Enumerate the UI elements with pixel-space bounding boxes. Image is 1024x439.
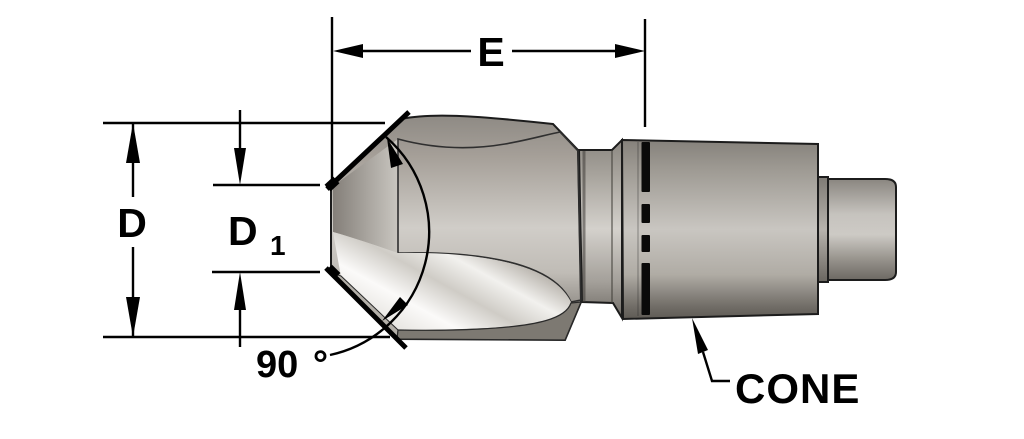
leader-arrowhead bbox=[692, 318, 708, 354]
degree-symbol: ° bbox=[313, 344, 328, 386]
arrowhead-right bbox=[615, 44, 645, 58]
cone-label: CONE bbox=[735, 365, 860, 412]
gauge-dash bbox=[641, 142, 650, 192]
cone-callout: CONE bbox=[692, 318, 860, 412]
d1-dimension: D 1 bbox=[212, 110, 320, 347]
cone-tip-face bbox=[333, 139, 398, 253]
gauge-dash bbox=[641, 235, 650, 252]
arrowhead-down bbox=[126, 297, 140, 337]
gauge-dash bbox=[641, 263, 650, 315]
chamfer-extension-top bbox=[325, 110, 411, 191]
d1-label: D 1 bbox=[228, 208, 286, 261]
angle-dimension: 90 ° bbox=[256, 110, 431, 386]
arc-arrowhead-bottom bbox=[382, 297, 408, 321]
taper-shank-cone bbox=[620, 138, 819, 321]
arrowhead-up bbox=[126, 123, 140, 163]
d1-label-subscript: 1 bbox=[270, 230, 286, 261]
e-label: E bbox=[477, 29, 504, 75]
leader-line bbox=[701, 351, 730, 383]
arrowhead-left bbox=[333, 44, 363, 58]
arrowhead-down bbox=[234, 148, 246, 185]
angle-value: 90 bbox=[256, 344, 298, 386]
edge-marker-top bbox=[324, 176, 340, 192]
arrowhead-up bbox=[234, 272, 246, 310]
d-dimension: D bbox=[103, 121, 390, 339]
bottom-shadow-band bbox=[396, 301, 582, 341]
tool-illustration bbox=[330, 114, 897, 342]
d-label: D bbox=[117, 200, 147, 246]
flute-lower-face bbox=[333, 232, 571, 330]
angle-label: 90 ° bbox=[256, 344, 328, 386]
cutter-head bbox=[330, 114, 583, 342]
gauge-dash bbox=[641, 204, 650, 223]
shank-end-ring bbox=[817, 176, 829, 283]
angle-arc bbox=[329, 136, 431, 357]
d1-label-base: D bbox=[228, 208, 258, 254]
gauge-band-dashes bbox=[641, 142, 650, 315]
e-dimension: E bbox=[330, 17, 647, 180]
edge-marker-bottom bbox=[325, 264, 341, 280]
chamfer-extension-bottom bbox=[324, 266, 408, 350]
flute-floor-face bbox=[397, 131, 582, 303]
arc-arrowhead-top bbox=[387, 138, 403, 168]
pilot-stub bbox=[827, 178, 897, 281]
